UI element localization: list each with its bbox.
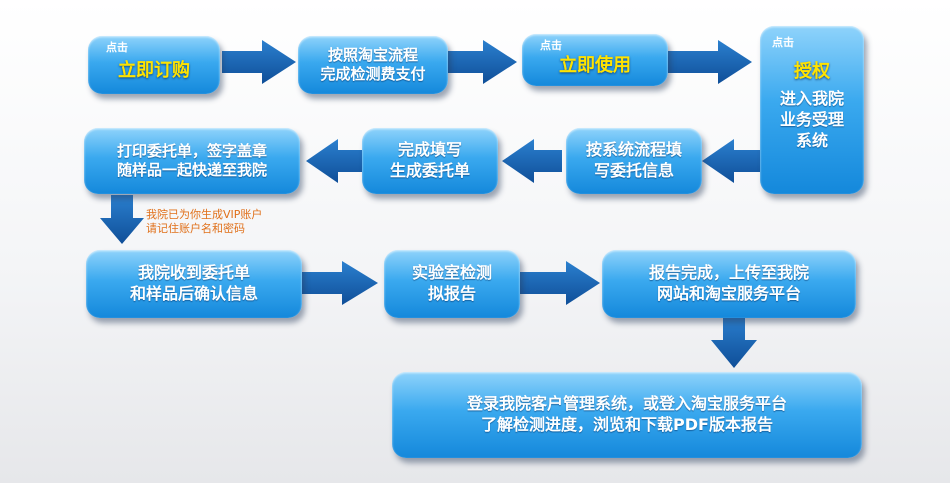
step-order-now[interactable]: 点击 立即订购	[88, 36, 220, 94]
arrow-left-3	[306, 139, 362, 183]
arrow-left-2	[502, 139, 562, 183]
step-line: 登录我院客户管理系统，或登入淘宝服务平台	[466, 394, 787, 414]
step-line: 进入我院	[779, 89, 844, 109]
step-authorize[interactable]: 点击 授权 进入我院 业务受理 系统	[760, 26, 864, 194]
step-use-now[interactable]: 点击 立即使用	[522, 34, 668, 86]
arrow-down-2	[711, 315, 757, 368]
click-hint: 点击	[772, 36, 794, 49]
use-now-label: 立即使用	[559, 55, 631, 77]
arrow-right-1	[222, 40, 296, 84]
step-line: 随样品一起快递至我院	[116, 161, 267, 179]
arrow-left-1	[702, 139, 760, 183]
step-line: 网站和淘宝服务平台	[656, 284, 801, 303]
step-generate-entrust-form: 完成填写 生成委托单	[362, 128, 498, 194]
step-line: 系统	[795, 130, 828, 150]
click-hint: 点击	[540, 39, 562, 52]
step-line: 按系统流程填	[585, 140, 682, 160]
arrow-right-4	[302, 261, 378, 305]
order-now-label: 立即订购	[118, 60, 190, 82]
step-fill-entrust-info: 按系统流程填 写委托信息	[566, 128, 702, 194]
step-line: 我院收到委托单	[137, 263, 250, 283]
click-hint: 点击	[106, 41, 128, 54]
vip-account-note: 我院已为你生成VIP账户 请记住账户名和密码	[146, 208, 262, 236]
step-taobao-payment: 按照淘宝流程 完成检测费支付	[298, 36, 448, 94]
note-line: 请记住账户名和密码	[146, 221, 245, 235]
step-line: 报告完成，上传至我院	[648, 263, 809, 283]
step-line: 打印委托单，签字盖章	[116, 141, 267, 160]
authorize-label: 授权	[794, 61, 830, 82]
note-line: 我院已为你生成VIP账户	[146, 208, 263, 221]
step-line: 写委托信息	[593, 161, 674, 180]
arrow-right-5	[520, 261, 600, 305]
arrow-down-1	[100, 195, 144, 244]
step-line: 和样品后确认信息	[129, 284, 258, 303]
step-print-and-ship: 打印委托单，签字盖章 随样品一起快递至我院	[84, 128, 300, 194]
step-line: 业务受理	[779, 110, 844, 130]
step-line: 完成填写	[397, 140, 462, 160]
step-report-upload: 报告完成，上传至我院 网站和淘宝服务平台	[602, 250, 856, 318]
step-receive-confirm: 我院收到委托单 和样品后确认信息	[86, 250, 302, 318]
step-line: 了解检测进度，浏览和下载PDF版本报告	[481, 415, 773, 434]
step-lab-testing: 实验室检测 拟报告	[384, 250, 520, 318]
step-line: 按照淘宝流程	[327, 45, 418, 64]
arrow-right-3	[668, 40, 752, 84]
arrow-right-2	[447, 40, 517, 84]
step-line: 生成委托单	[389, 161, 470, 180]
step-check-progress-download: 登录我院客户管理系统，或登入淘宝服务平台 了解检测进度，浏览和下载PDF版本报告	[392, 372, 862, 458]
step-line: 拟报告	[427, 284, 476, 303]
step-line: 实验室检测	[411, 263, 492, 283]
step-line: 完成检测费支付	[320, 65, 426, 83]
